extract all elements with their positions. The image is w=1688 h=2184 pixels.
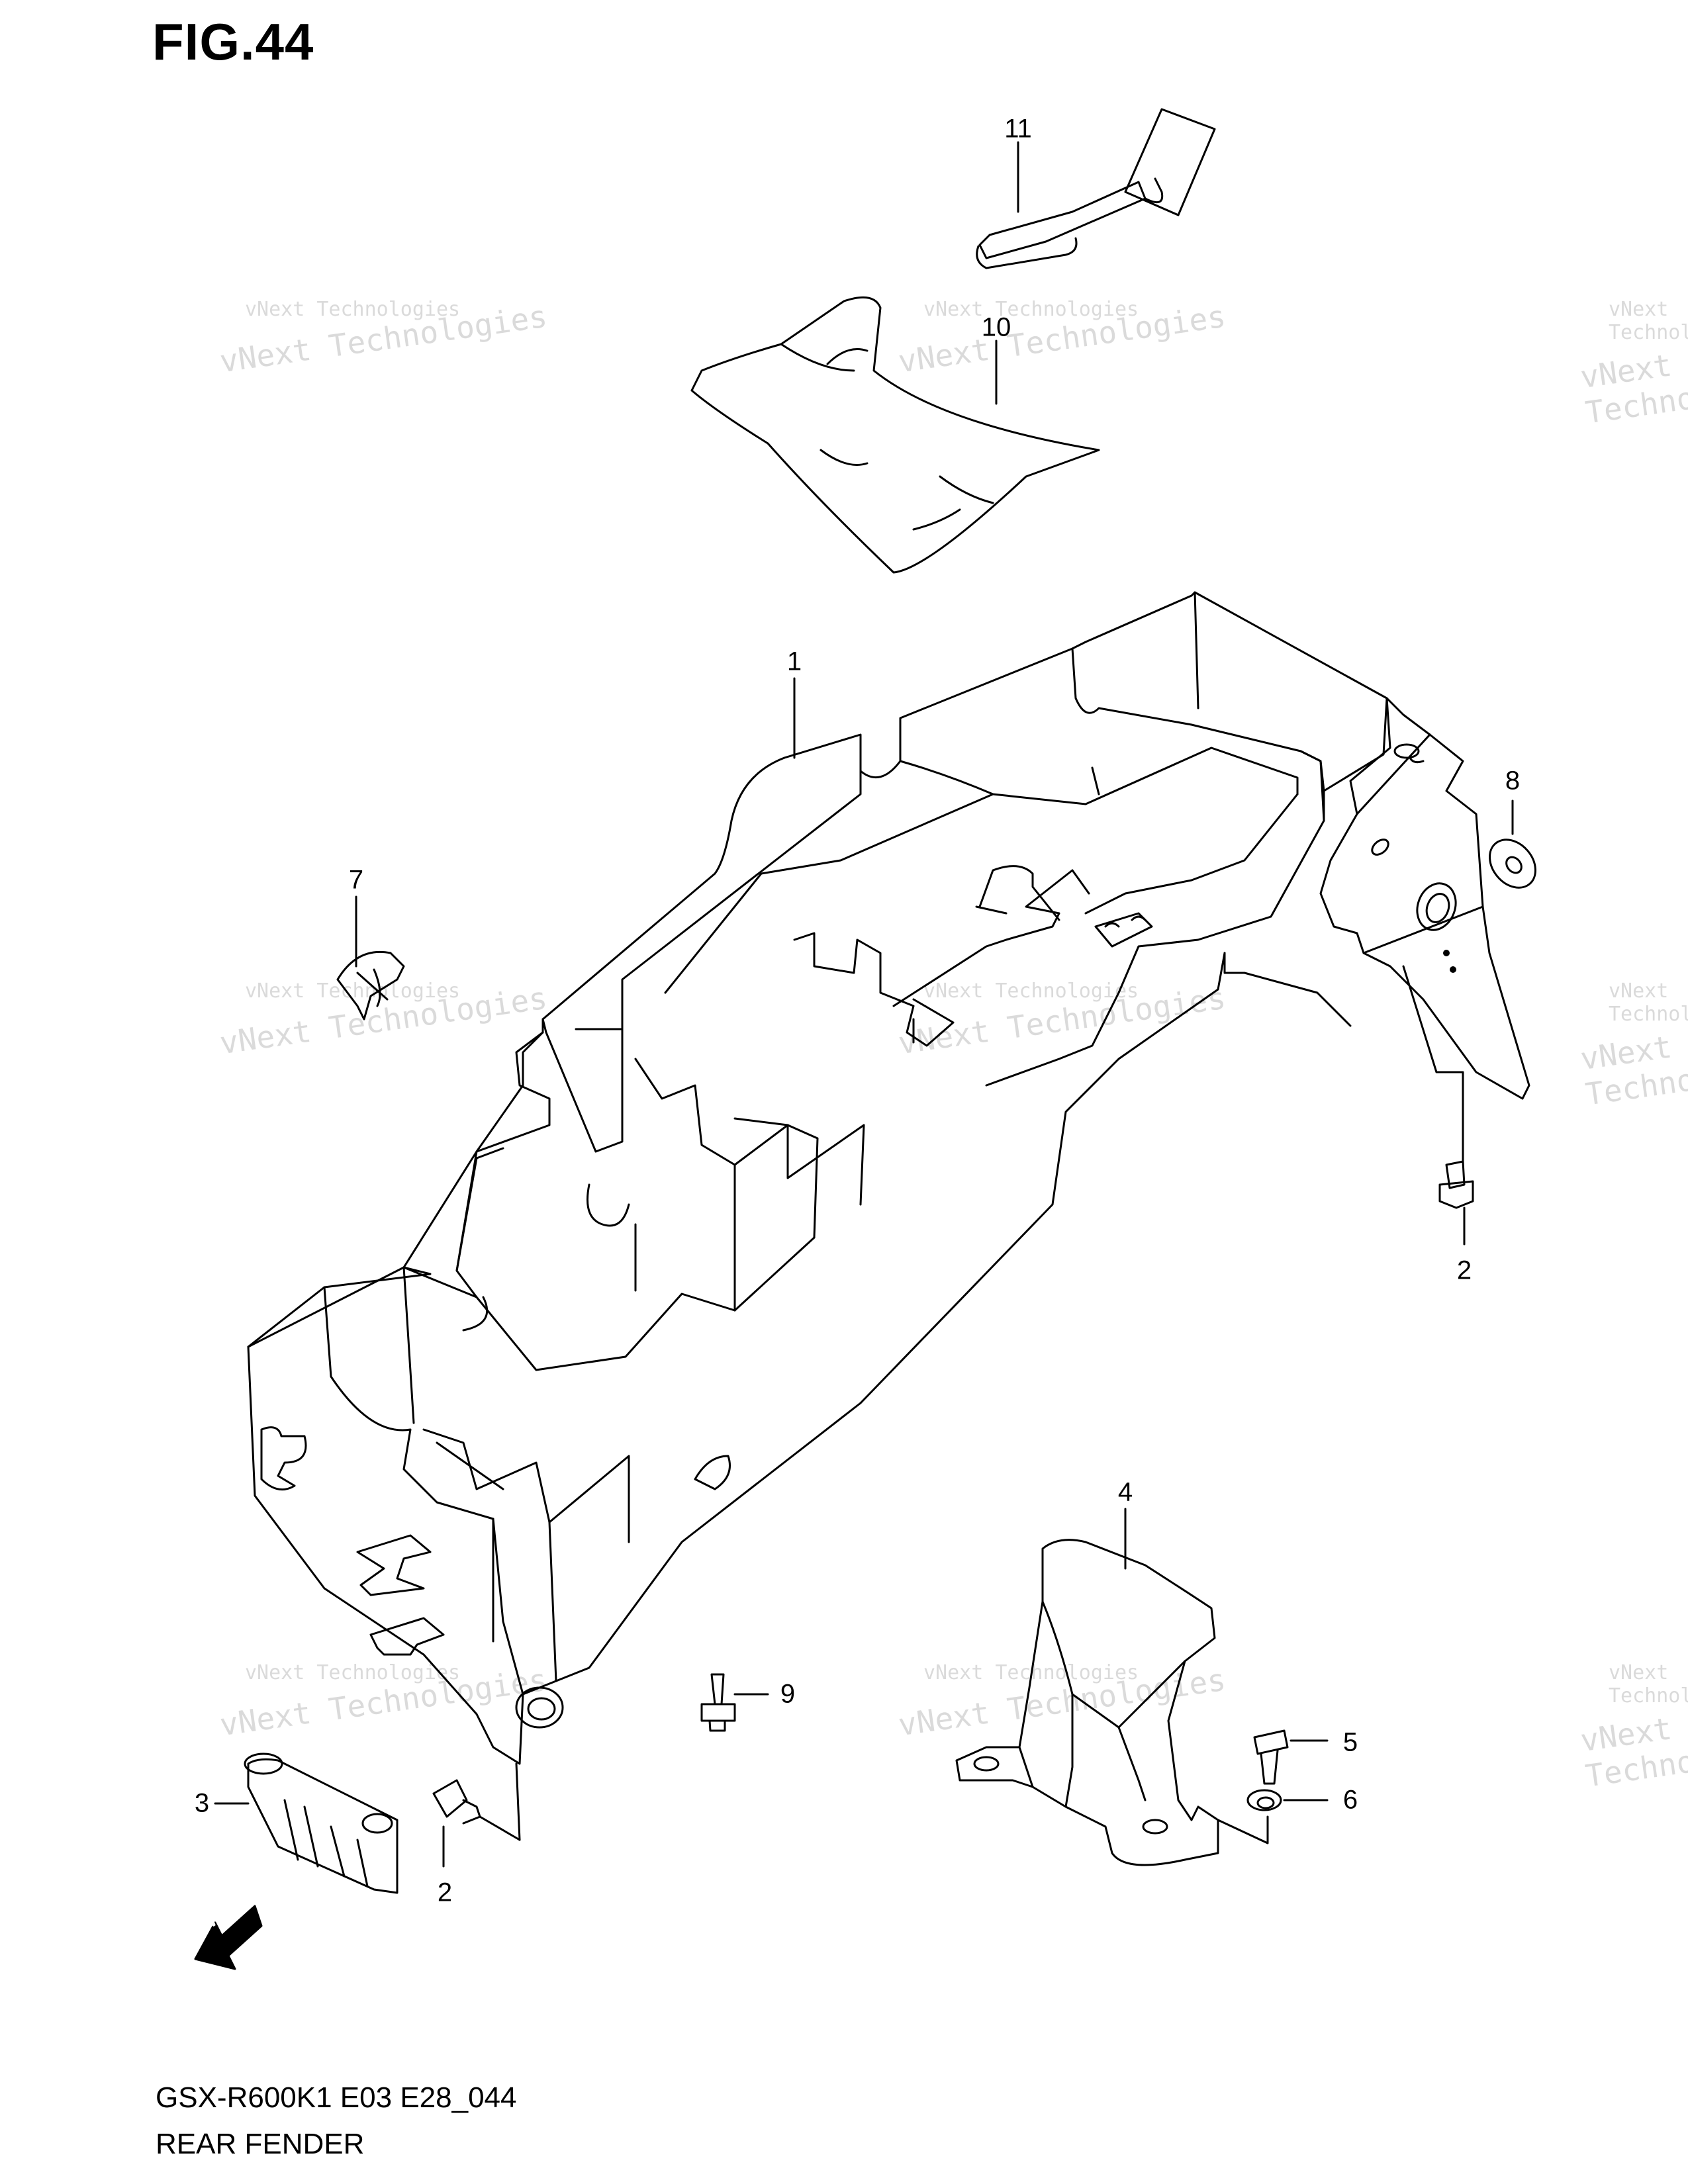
part-9-rivet — [700, 1673, 736, 1732]
callout-11: 11 — [1004, 114, 1032, 144]
callout-2-upper: 2 — [1456, 1255, 1472, 1285]
part-10-sheet — [690, 296, 1100, 574]
figure-title: FIG.44 — [152, 13, 314, 71]
part-2-bolt-upper — [1438, 1160, 1474, 1209]
part-3-pad — [244, 1752, 399, 1894]
figure-name: REAR FENDER — [156, 2128, 365, 2160]
part-11-strap — [976, 108, 1216, 269]
callout-5: 5 — [1342, 1727, 1358, 1757]
callout-7: 7 — [348, 865, 364, 895]
callout-2-lower: 2 — [437, 1878, 453, 1907]
part-7-clip — [336, 950, 405, 1021]
part-1-rear-bracket — [1223, 697, 1530, 1100]
part-4-cover — [955, 1539, 1219, 1866]
callout-3: 3 — [194, 1788, 210, 1818]
model-code: GSX-R600K1 E03 E28_044 — [156, 2081, 517, 2114]
part-5-bolt — [1253, 1729, 1289, 1785]
callout-1: 1 — [786, 647, 802, 676]
part-6-washer — [1246, 1789, 1282, 1811]
part-2-bolt-lower — [432, 1779, 481, 1825]
callout-6: 6 — [1342, 1785, 1358, 1815]
part-1-rear-fender — [247, 591, 1388, 1765]
callout-8: 8 — [1505, 766, 1521, 796]
fwd-arrow — [194, 1905, 263, 1970]
part-8-washer — [1489, 839, 1536, 889]
callout-9: 9 — [780, 1679, 796, 1709]
callout-10: 10 — [981, 312, 1011, 342]
leader-lines — [214, 141, 1514, 1868]
callout-4: 4 — [1117, 1477, 1133, 1507]
